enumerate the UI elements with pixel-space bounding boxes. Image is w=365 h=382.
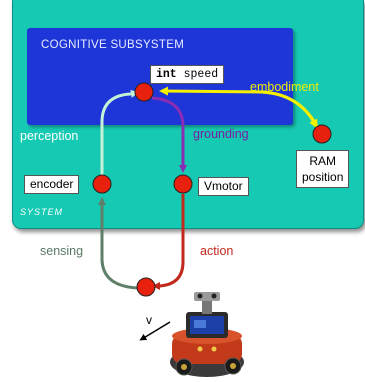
ram-position-label: RAM position: [296, 150, 350, 188]
vmotor-node: [173, 174, 193, 194]
action-arrow: [152, 194, 185, 290]
embodiment-arrow: [159, 86, 320, 129]
speed-node: [134, 82, 154, 102]
sensing-arrow: [98, 197, 138, 290]
robot-node: [136, 277, 156, 297]
grounding-label: grounding: [193, 127, 249, 141]
sensing-label: sensing: [40, 244, 84, 258]
robot-icon: [170, 292, 244, 377]
ram-label-line2: position: [302, 170, 344, 184]
action-label: action: [200, 244, 234, 258]
int-keyword: int: [156, 68, 177, 81]
perception-arrow: [100, 89, 139, 176]
system-label: SYSTEM: [20, 207, 64, 217]
cognitive-subsystem-label: COGNITIVE SUBSYSTEM: [41, 39, 185, 51]
vmotor-label: Vmotor: [198, 177, 249, 196]
embodiment-label: embodiment: [250, 80, 319, 94]
speed-variable-label: int speed: [150, 65, 225, 84]
embodiment-arrow-head: [261, 90, 318, 129]
velocity-label: v: [146, 313, 152, 327]
ram-label-line1: RAM: [309, 154, 337, 168]
encoder-label: encoder: [24, 175, 80, 194]
ram-node: [312, 124, 332, 144]
perception-label: perception: [20, 129, 79, 143]
velocity-arrow: [139, 321, 171, 341]
encoder-node: [92, 174, 112, 194]
speed-name: speed: [183, 68, 219, 81]
grounding-arrow: [151, 96, 187, 173]
